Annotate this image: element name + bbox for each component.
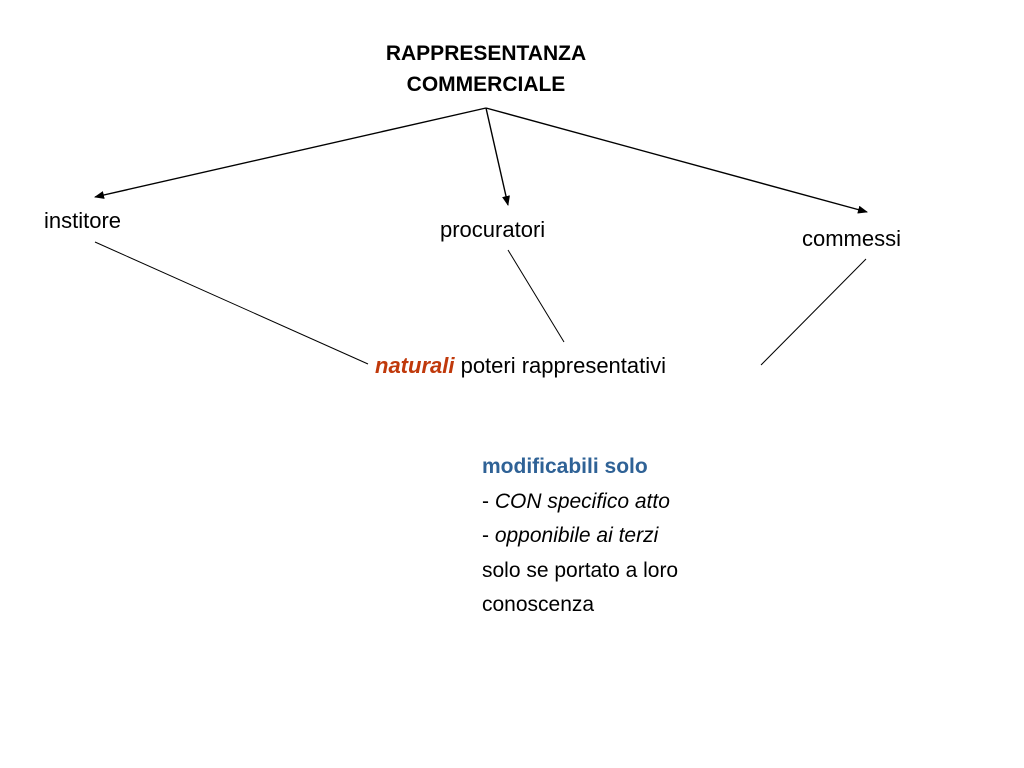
note-block: modificabili solo - CON specifico atto -… — [482, 450, 678, 623]
title-line-2: COMMERCIALE — [406, 73, 566, 96]
note-item-1-text: CON specifico atto — [494, 489, 670, 513]
node-procuratori: procuratori — [440, 217, 546, 242]
link-commessi-poteri — [760, 258, 867, 366]
arrow-to-procuratori — [485, 107, 510, 206]
note-item-2: - opponibile ai terzi — [482, 519, 678, 554]
node-poteri-rappresentativi: naturali poteri rappresentativi — [375, 353, 666, 379]
link-procuratori-poteri — [507, 249, 565, 343]
note-item-2-text: opponibile ai terzi — [494, 524, 659, 547]
accent-word-naturali: naturali — [375, 353, 455, 378]
title-line-1: RAPPRESENTANZA — [385, 42, 587, 65]
link-institore-poteri — [94, 241, 369, 365]
poteri-text: poteri rappresentativi — [454, 353, 667, 378]
diagram-title: RAPPRESENTANZA COMMERCIALE — [333, 38, 639, 100]
note-heading: modificabili solo — [482, 455, 648, 478]
arrow-to-commessi — [485, 107, 868, 214]
node-institore: institore — [44, 208, 122, 233]
note-line-3: solo se portato a loro — [482, 558, 679, 582]
note-line-4: conoscenza — [482, 593, 595, 616]
arrow-to-institore — [94, 107, 487, 199]
note-item-1-prefix: - — [482, 489, 495, 513]
note-item-2-prefix: - — [482, 524, 495, 547]
node-commessi: commessi — [802, 226, 902, 251]
note-item-1: - CON specifico atto — [482, 485, 678, 520]
